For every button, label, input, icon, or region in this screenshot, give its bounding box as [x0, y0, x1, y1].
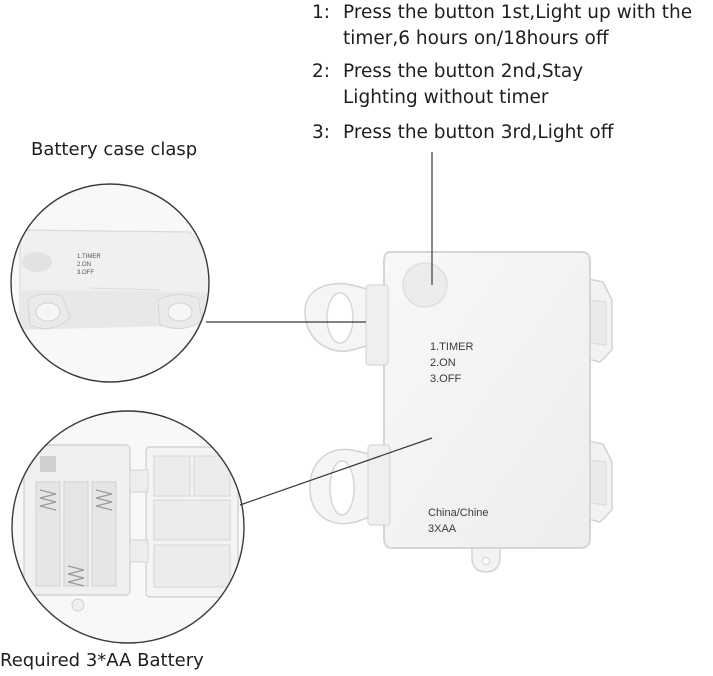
clasp-zoom-view: 1.TIMER 2.ON 3.OFF	[10, 183, 210, 383]
svg-text:1.TIMER: 1.TIMER	[77, 254, 101, 260]
svg-text:3.OFF: 3.OFF	[77, 270, 94, 276]
instruction-2-number: 2:	[312, 61, 331, 82]
svg-text:2.ON: 2.ON	[77, 262, 91, 268]
instruction-3-text: Press the button 3rd,Light off	[343, 122, 614, 143]
instruction-2-text: Press the button 2nd,Stay Lighting witho…	[343, 61, 584, 108]
case-battery-spec: 3XAA	[428, 523, 457, 535]
leader-line-battery	[239, 437, 433, 506]
battery-compartment-zoom-view	[11, 410, 245, 644]
instruction-1-text: Press the button 1st,Light up with the t…	[343, 2, 693, 49]
case-origin: China/Chine	[428, 507, 489, 519]
case-mode-timer: 1.TIMER	[430, 341, 474, 353]
case-mode-on: 2.ON	[430, 357, 456, 369]
clasp-label: Battery case clasp	[31, 139, 198, 160]
battery-case	[304, 251, 613, 573]
product-illustration: 1.TIMER 2.ON 3.OFF	[10, 152, 613, 644]
instruction-1-number: 1:	[312, 2, 331, 23]
battery-label: Required 3*AA Battery	[0, 650, 204, 671]
case-mode-off: 3.OFF	[430, 373, 462, 385]
power-button	[402, 262, 448, 308]
case-origin-print: China/Chine 3XAA	[428, 505, 489, 537]
instruction-3-number: 3:	[312, 122, 331, 143]
case-mode-list: 1.TIMER 2.ON 3.OFF	[430, 339, 473, 387]
